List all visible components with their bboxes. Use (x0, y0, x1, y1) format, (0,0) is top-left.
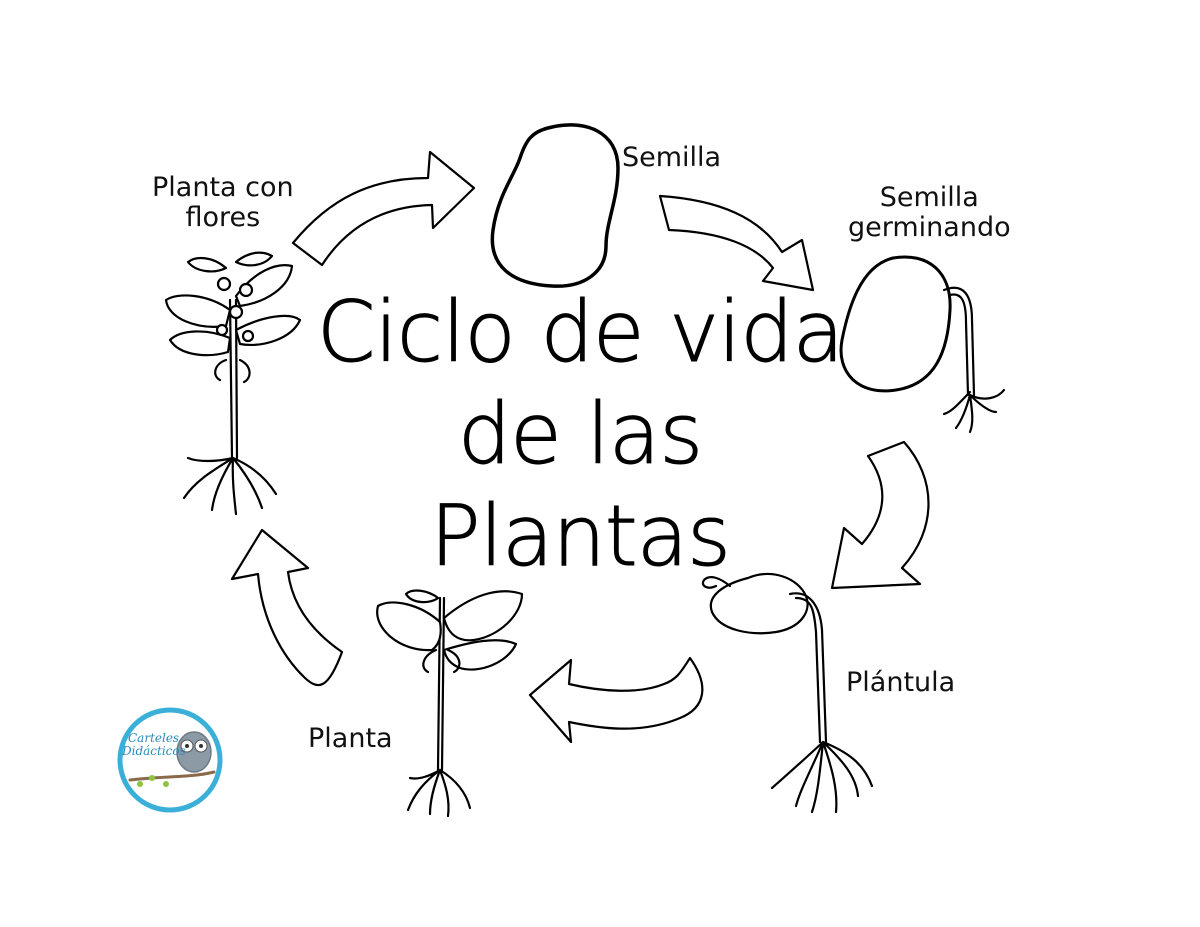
label-planta-con-flores: Planta con flores (152, 172, 294, 233)
logo-text: Carteles Didácticos (122, 732, 186, 757)
logo-text-line-2: Didácticos (122, 743, 186, 758)
plant-illustration (376, 589, 524, 818)
seed-illustration (490, 123, 620, 288)
label-semilla-germinando: Semilla germinando (848, 182, 1011, 243)
arrow-plant-to-flowers (230, 528, 344, 687)
arrow-flowers-to-seed (291, 150, 476, 267)
label-plantula: Plántula (846, 667, 956, 698)
arrow-seed-to-germinating (658, 194, 815, 292)
arrow-seedling-to-plant (528, 656, 704, 744)
label-planta: Planta (308, 723, 393, 754)
seedling-illustration (701, 573, 874, 814)
label-semilla: Semilla (622, 142, 722, 173)
arrow-germinating-to-seedling (830, 440, 930, 590)
germinating-seed-illustration (839, 255, 1006, 434)
flowering-plant-illustration (164, 251, 302, 516)
title-line-3: Plantas (430, 487, 732, 585)
logo (117, 707, 223, 813)
title-line-2: de las (457, 385, 703, 483)
logo-text-line-1: Carteles (128, 731, 180, 745)
title-line-1: Ciclo de vida (316, 283, 844, 381)
